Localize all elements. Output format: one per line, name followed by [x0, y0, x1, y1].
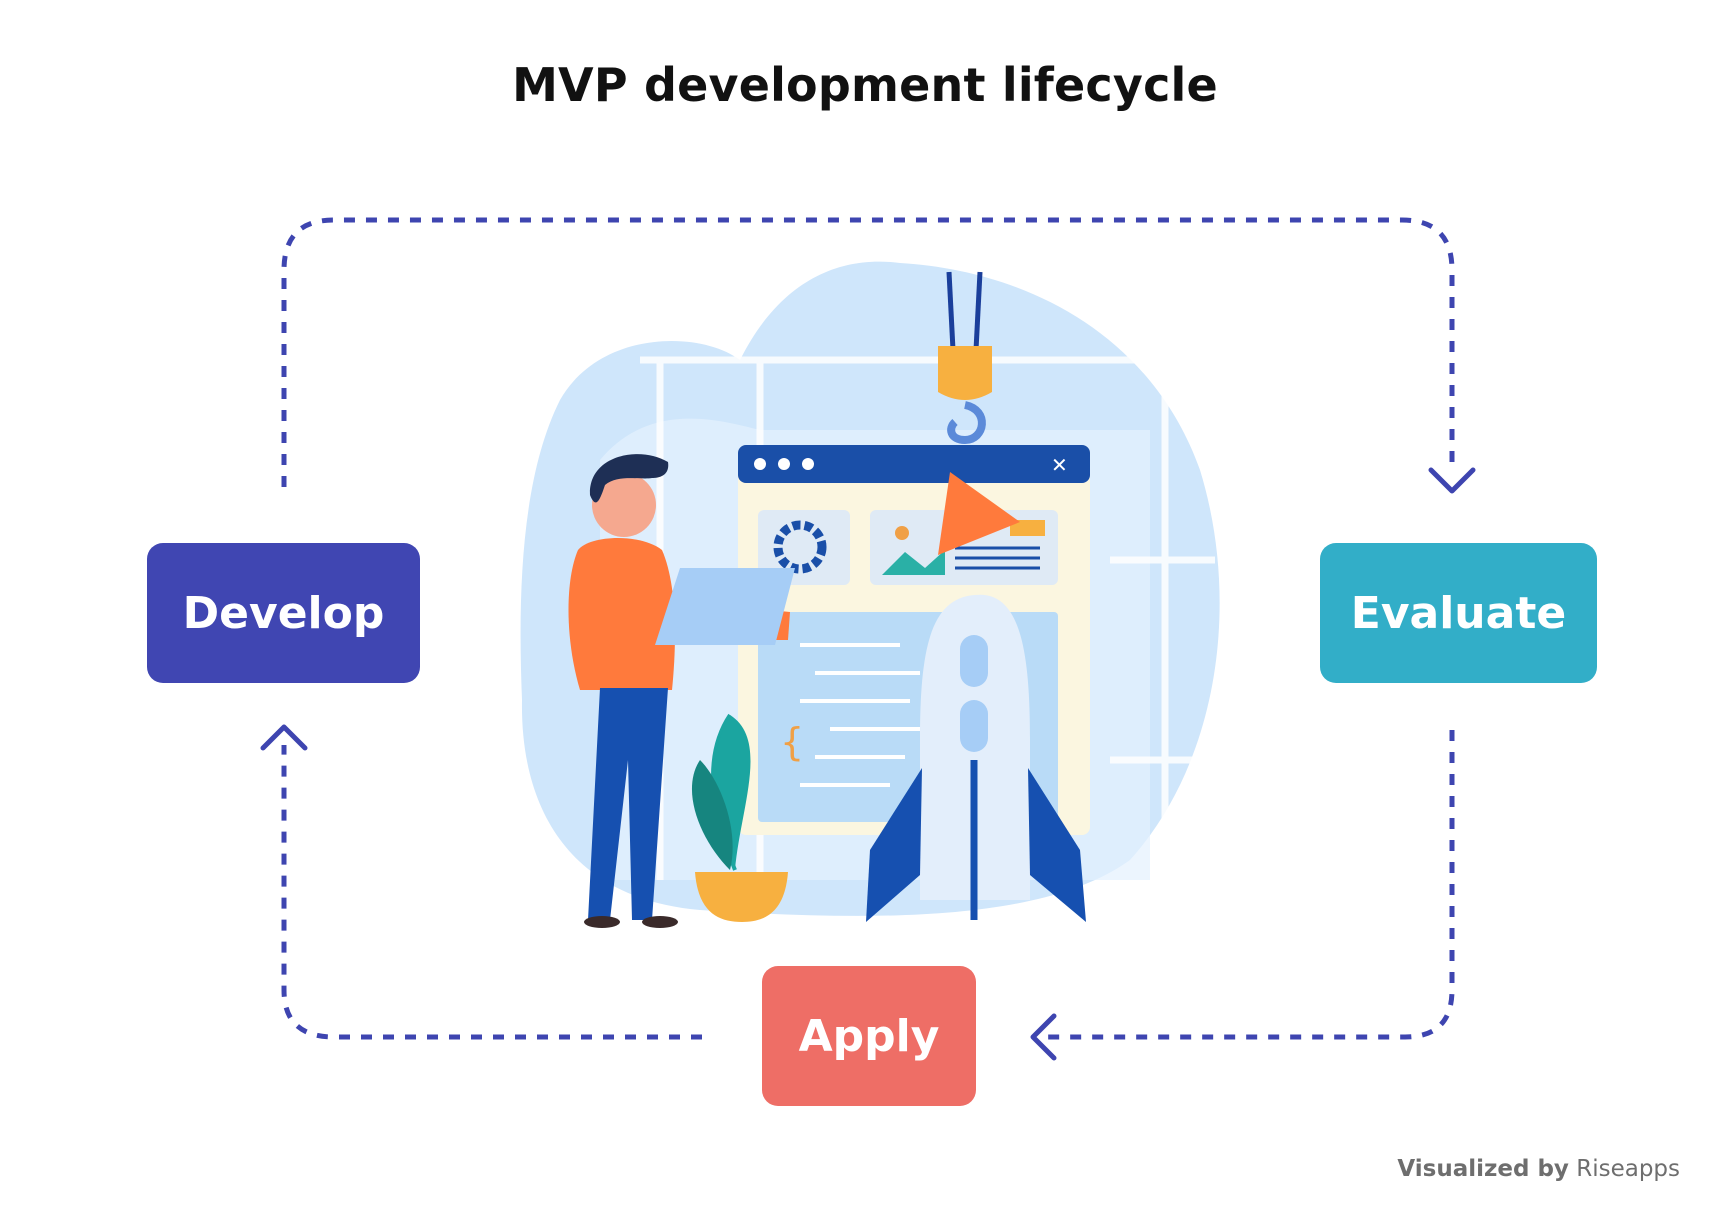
svg-text:✕: ✕: [1051, 453, 1068, 477]
browser-window: ✕ {: [738, 445, 1090, 835]
credit-text: Visualized by Riseapps: [1397, 1156, 1680, 1182]
developer-figure: [568, 454, 795, 928]
arrowheads: [260, 467, 1476, 1061]
node-develop-label: Develop: [182, 587, 385, 639]
edge-apply-to-develop: [281, 745, 702, 1040]
arrowhead-up: [260, 724, 308, 751]
edge-evaluate-to-apply: [1045, 730, 1455, 1040]
orange-flag: [938, 472, 1020, 555]
cycle-arrows: [281, 217, 1455, 1040]
plant: [691, 713, 788, 922]
node-apply-label: Apply: [798, 1010, 940, 1062]
arrowhead-left: [1030, 1013, 1057, 1061]
crane: [938, 271, 992, 445]
diagram-title: MVP development lifecycle: [512, 58, 1218, 112]
illustration: ✕ {: [520, 261, 1220, 928]
rocket: [866, 594, 1086, 922]
svg-text:{: {: [780, 720, 804, 764]
arrowhead-down: [1428, 467, 1476, 494]
node-evaluate: Evaluate: [1320, 543, 1597, 683]
credit-prefix: Visualized by: [1397, 1156, 1569, 1182]
node-develop: Develop: [147, 543, 420, 683]
credit-brand: Riseapps: [1576, 1156, 1680, 1182]
node-evaluate-label: Evaluate: [1350, 587, 1567, 639]
node-apply: Apply: [762, 966, 976, 1106]
